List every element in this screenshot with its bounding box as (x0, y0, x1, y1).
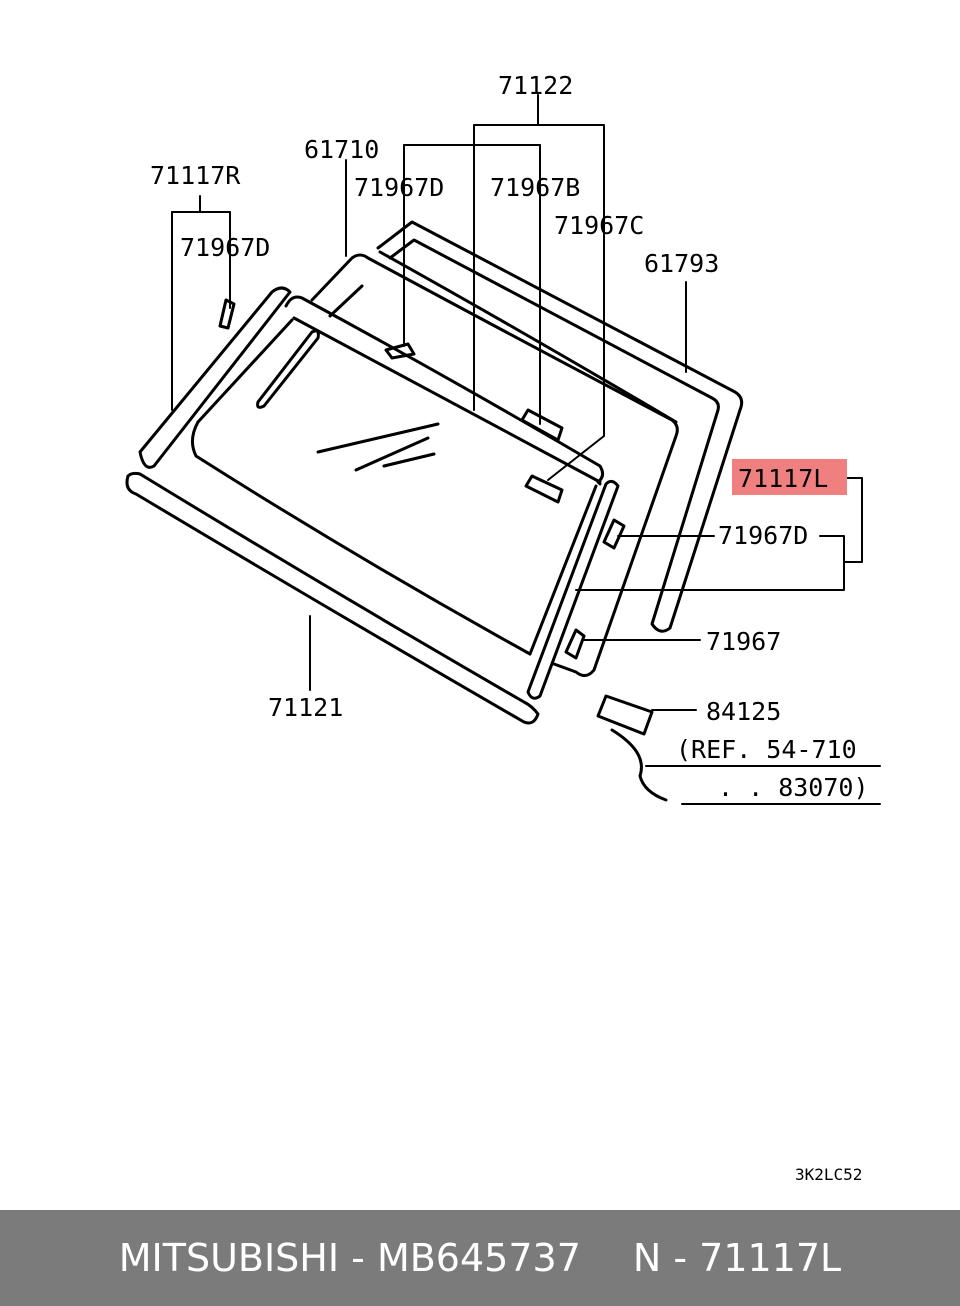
label-71122: 71122 (498, 71, 573, 100)
diagram-code: 3K2LC52 (795, 1165, 862, 1184)
clip-71967 (564, 628, 586, 660)
molding-71117L (526, 479, 620, 700)
glass-61710 (310, 250, 679, 677)
label-ref-line2: . . 83070) (718, 773, 869, 802)
label-84125: 84125 (706, 697, 781, 726)
clip-71967D-right (602, 518, 626, 550)
label-ref-line1: (REF. 54-710 (676, 735, 857, 764)
label-71967B: 71967B (490, 173, 580, 202)
label-71967D-left: 71967D (180, 233, 270, 262)
label-71967C: 71967C (554, 211, 644, 240)
leader-lines (171, 94, 881, 805)
parts-diagram: 71122 61710 71117R 71967D 71967B 71967D … (125, 71, 881, 1184)
molding-71121 (125, 471, 540, 725)
label-71967D-center: 71967D (354, 173, 444, 202)
footer-ref: N - 71117L (632, 1236, 842, 1280)
clip-71967B (520, 408, 564, 442)
clip-71967D-center (384, 342, 416, 360)
label-71967: 71967 (706, 627, 781, 656)
molding-71117R (138, 286, 320, 469)
label-61710: 61710 (304, 135, 379, 164)
label-71967D-right: 71967D (718, 521, 808, 550)
sensor-84125 (596, 694, 668, 802)
label-71121: 71121 (268, 693, 343, 722)
footer-bar: MITSUBISHI - MB645737 N - 71117L (0, 1210, 960, 1306)
footer-brand-part: MITSUBISHI - MB645737 (118, 1236, 581, 1280)
clip-71967C (524, 474, 564, 504)
label-71117L: 71117L (738, 464, 828, 493)
highlight-71117L (732, 459, 847, 495)
clip-71967D-left (218, 298, 236, 330)
label-61793: 61793 (644, 249, 719, 278)
label-71117R: 71117R (150, 161, 241, 190)
upper-glass-71122 (191, 295, 605, 656)
frame-61793 (376, 220, 744, 633)
